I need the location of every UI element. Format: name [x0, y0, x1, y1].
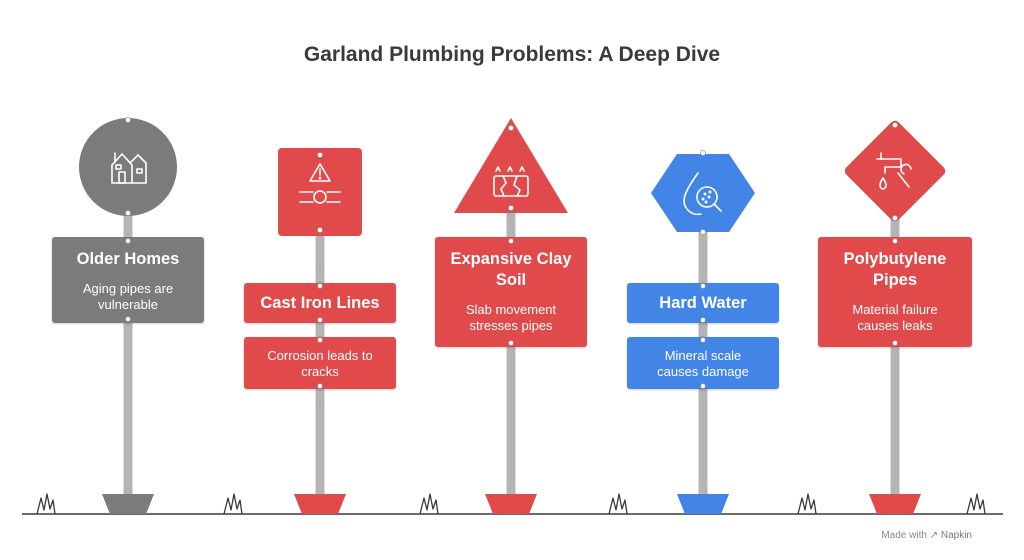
made-with-label: Made with [881, 530, 927, 541]
bolt [892, 215, 898, 221]
grass-tuft-5 [966, 493, 986, 515]
signpost-expansive-clay-soil [454, 118, 568, 514]
napkin-logo-icon: ↗ [929, 530, 939, 541]
sign-description-line: causes leaks [857, 318, 933, 333]
sign-title-line: Soil [495, 271, 527, 289]
sign-title-line: Expansive Clay [450, 250, 572, 268]
sign-description-line: vulnerable [98, 297, 158, 312]
sign-circle [79, 118, 177, 216]
bolt [317, 152, 323, 158]
signpost-pole [890, 200, 900, 498]
sign-title-line: Hard Water [659, 294, 747, 312]
sign-title: Older Homes [52, 237, 204, 270]
signpost-base [677, 494, 729, 514]
signpost-polybutylene-pipes [844, 120, 946, 514]
sign-title-line: Polybutylene [843, 250, 947, 268]
bolt [700, 150, 706, 156]
sign-diamond [844, 120, 946, 222]
bolt [508, 205, 514, 211]
grass-tuft-2 [419, 493, 439, 515]
sign-triangle [454, 118, 568, 213]
grass-tuft-3 [608, 493, 628, 515]
sign-hexagon [651, 154, 755, 232]
title-board-cast-iron-lines-text: Cast Iron Lines [244, 283, 396, 314]
sign-description-line: Material failure [852, 302, 938, 317]
signpost-base [869, 494, 921, 514]
bolt [508, 125, 514, 131]
signpost-hard-water [651, 150, 755, 514]
napkin-brand-label: Napkin [940, 530, 972, 541]
water-drop-magnifier-icon [683, 172, 722, 216]
sign-title: Hard Water [627, 283, 779, 314]
sign-title-line: Older Homes [76, 250, 180, 268]
bolt [700, 229, 706, 235]
sign-title-line: Pipes [872, 271, 918, 289]
grass-tuft-0 [36, 493, 56, 515]
bolt [125, 210, 131, 216]
houses-icon [111, 152, 147, 184]
sign-title-line: Cast Iron Lines [260, 294, 380, 312]
signpost-base [485, 494, 537, 514]
sign-description-line: causes damage [657, 364, 749, 379]
sign-description-line: Corrosion leads to [267, 348, 373, 363]
signpost-base [294, 494, 346, 514]
sign-title: Cast Iron Lines [244, 283, 396, 314]
sign-description-line: Slab movement [465, 302, 557, 317]
warning-pipe-icon [299, 163, 341, 204]
sign-rectangle [278, 148, 362, 236]
grass-tuft-1 [223, 493, 243, 515]
signpost-pole [123, 200, 133, 498]
made-with-napkin-credit: Made with ↗ Napkin [881, 530, 972, 541]
signpost-base [102, 494, 154, 514]
sign-description-line: cracks [301, 364, 339, 379]
sign-description-line: Mineral scale [664, 348, 742, 363]
bolt [125, 117, 131, 123]
title-board-cast-iron-lines: Cast Iron Lines [244, 283, 396, 323]
bolt [892, 122, 898, 128]
signpost-cast-iron-lines [278, 148, 362, 514]
sign-description-line: stresses pipes [469, 318, 553, 333]
diagram-title: Garland Plumbing Problems: A Deep Dive [303, 43, 721, 66]
sign-description-line: Aging pipes are [82, 281, 174, 296]
signpost-older-homes [79, 117, 177, 514]
signpost-pole [506, 200, 516, 498]
faucet-wrench-icon [876, 152, 912, 190]
grass-tuft-4 [797, 493, 817, 515]
title-board-hard-water-text: Hard Water [627, 283, 779, 314]
cracked-soil-icon [493, 166, 529, 197]
title-board-hard-water: Hard Water [627, 283, 779, 323]
bolt [317, 227, 323, 233]
